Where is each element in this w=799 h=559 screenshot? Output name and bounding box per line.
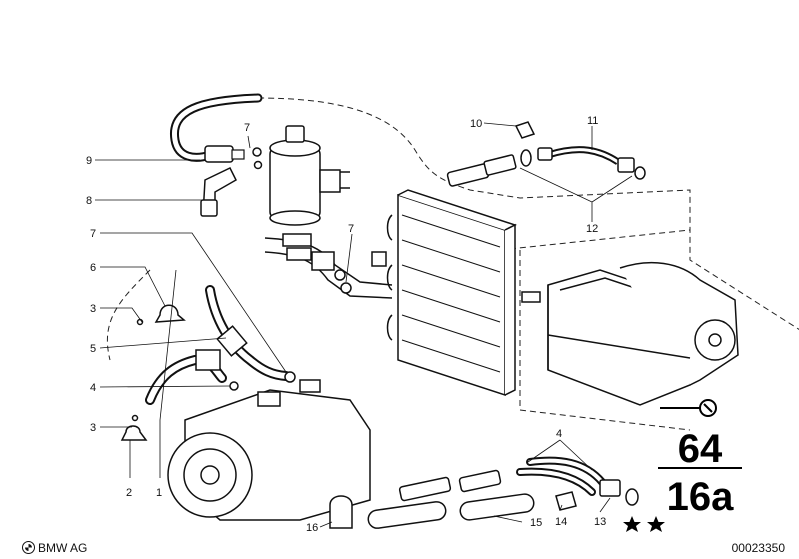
callout-13: 13 (594, 516, 606, 528)
callout-3-upper: 3 (90, 303, 96, 315)
clamp-symbol-icon (660, 399, 717, 417)
callout-7-middle: 7 (348, 223, 354, 235)
blower-housing (521, 261, 739, 406)
callout-6: 6 (90, 262, 96, 274)
pipes-evaporator (264, 233, 393, 299)
callout-5: 5 (90, 343, 96, 355)
callout-8: 8 (86, 195, 92, 207)
clamps (120, 304, 186, 441)
subgroup-number: 16a (667, 475, 734, 519)
valve-assembly-top (446, 121, 646, 187)
callout-14: 14 (555, 516, 567, 528)
callout-7-left: 7 (90, 228, 96, 240)
hose-lower-4 (398, 456, 639, 511)
compressor (167, 379, 371, 521)
elbow-fitting-8 (200, 167, 237, 217)
callout-12: 12 (586, 223, 598, 235)
callout-7-top: 7 (244, 122, 250, 134)
dashed-outline (106, 97, 799, 431)
evaporator-core (386, 189, 517, 397)
star-icon (623, 516, 665, 532)
callout-15: 15 (530, 517, 542, 529)
callout-16: 16 (306, 522, 318, 534)
callout-1: 1 (156, 487, 162, 499)
callout-4-left: 4 (90, 382, 96, 394)
group-reference: 64 16a (623, 399, 742, 532)
callout-10: 10 (470, 118, 482, 130)
hose-9 (170, 93, 263, 163)
callout-4-lower: 4 (556, 428, 562, 440)
insulation-sleeves (329, 493, 535, 529)
callout-11: 11 (587, 115, 598, 127)
copyright-brand: BMW AG (22, 541, 87, 555)
brand-name: BMW AG (38, 541, 88, 555)
callout-2: 2 (126, 487, 132, 499)
bmw-logo-icon (22, 541, 35, 554)
image-number: 00023350 (731, 541, 785, 555)
callout-9: 9 (86, 155, 92, 167)
group-number: 64 (678, 427, 723, 471)
receiver-drier (252, 125, 350, 226)
callout-3-lower: 3 (90, 422, 96, 434)
leader-lines (95, 122, 633, 528)
hose-5 (205, 285, 296, 383)
hose-4 (145, 349, 239, 405)
